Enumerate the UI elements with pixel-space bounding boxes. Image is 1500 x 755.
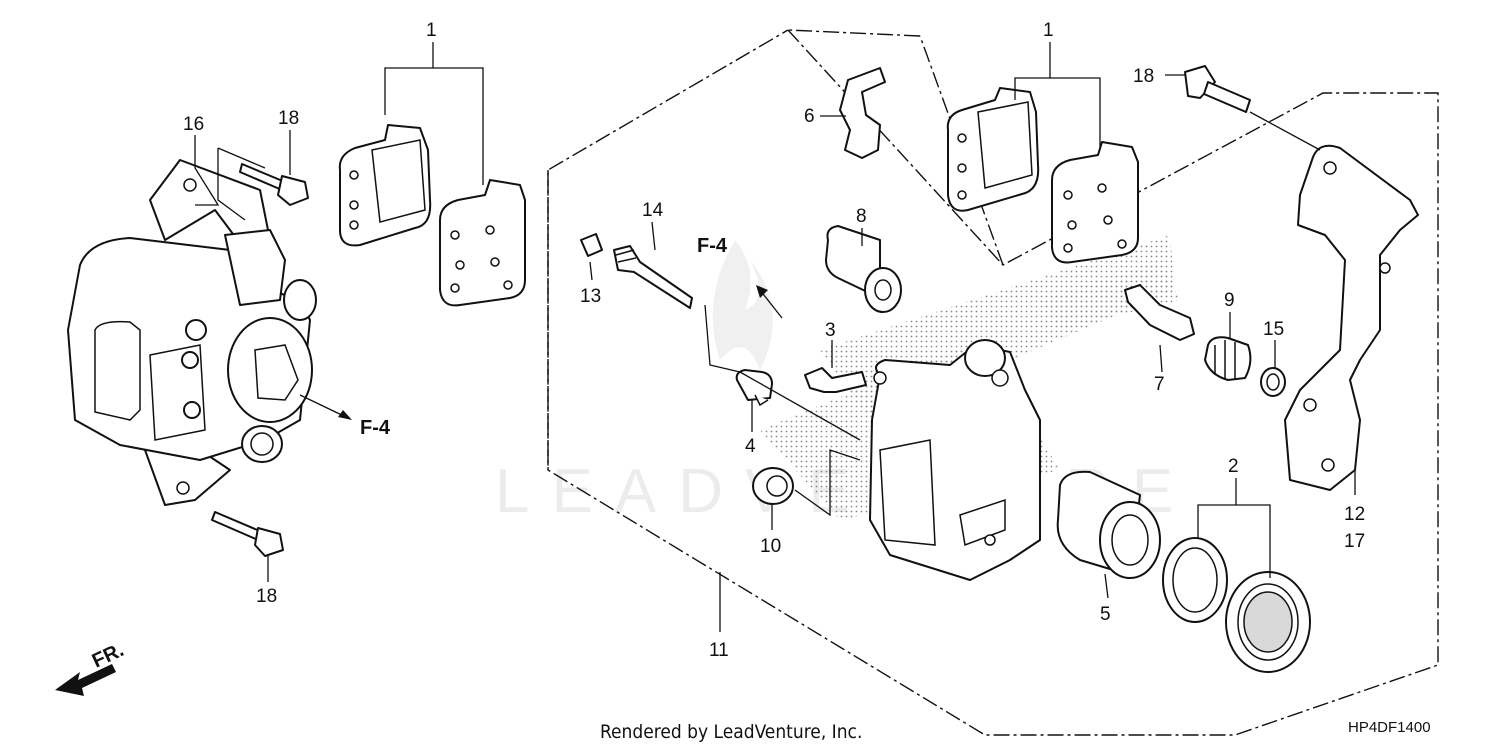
assembled-caliper xyxy=(67,159,317,506)
brake-pad-right-b xyxy=(1051,141,1139,264)
leader-lines xyxy=(194,42,1356,632)
slide-pin-boot xyxy=(1204,336,1252,381)
label-f4-center: F-4 xyxy=(697,235,728,257)
label-2: 2 xyxy=(1228,456,1239,477)
part-labels: 1 1 2 3 4 5 6 7 8 9 10 11 12 13 14 15 16… xyxy=(183,20,1365,661)
label-1-right: 1 xyxy=(1043,20,1054,41)
bolt-lower-left xyxy=(211,511,284,557)
label-18-top-left: 18 xyxy=(278,108,299,129)
render-credit: Rendered by LeadVenture, Inc. xyxy=(600,721,862,743)
pin-lead xyxy=(704,304,741,373)
label-10: 10 xyxy=(760,536,781,557)
bleed-cap xyxy=(580,233,603,257)
caliper-fitting xyxy=(735,369,773,407)
label-14: 14 xyxy=(642,200,664,221)
caliper-piston xyxy=(1056,470,1161,579)
brake-pad-right-a xyxy=(946,87,1040,212)
label-7: 7 xyxy=(1154,374,1165,395)
label-17: 17 xyxy=(1344,531,1365,552)
pad-pin xyxy=(613,245,693,309)
label-13: 13 xyxy=(580,286,601,307)
bolt-upper-left xyxy=(239,163,309,206)
front-label: FR. xyxy=(89,639,127,673)
piston-seal xyxy=(1162,537,1228,623)
label-15: 15 xyxy=(1263,319,1284,340)
bolt-right xyxy=(1184,65,1251,113)
caliper-bracket xyxy=(1284,144,1419,491)
dust-seal xyxy=(1225,571,1311,673)
front-direction-indicator: FR. xyxy=(55,639,127,696)
label-3: 3 xyxy=(825,320,836,341)
brake-pad-left-a xyxy=(338,124,432,247)
f4-right-lead xyxy=(759,289,783,319)
label-8: 8 xyxy=(856,206,867,227)
sleeve xyxy=(825,225,902,313)
slide-pin xyxy=(1124,284,1195,341)
label-f4-left: F-4 xyxy=(360,417,391,439)
label-18-bottom-left: 18 xyxy=(256,586,277,607)
pad-spring-clip xyxy=(839,67,886,159)
label-12: 12 xyxy=(1344,504,1365,525)
caliper-body-center xyxy=(869,339,1041,581)
label-4: 4 xyxy=(745,436,756,457)
label-9: 9 xyxy=(1224,290,1235,311)
dust-boot xyxy=(752,467,794,505)
brake-pad-left-b xyxy=(439,179,526,307)
watermark-logo xyxy=(712,240,773,370)
diagram-code: HP4DF1400 xyxy=(1348,719,1431,736)
bleed-screw xyxy=(804,367,867,393)
assembly-outline-top xyxy=(787,29,921,37)
f4-left-lead xyxy=(299,394,349,419)
label-18-right: 18 xyxy=(1133,66,1154,87)
retaining-ring xyxy=(1260,367,1286,397)
label-1-left: 1 xyxy=(426,20,437,41)
label-11: 11 xyxy=(709,640,729,661)
label-6: 6 xyxy=(804,106,815,127)
label-16: 16 xyxy=(183,114,204,135)
label-5: 5 xyxy=(1100,604,1111,625)
